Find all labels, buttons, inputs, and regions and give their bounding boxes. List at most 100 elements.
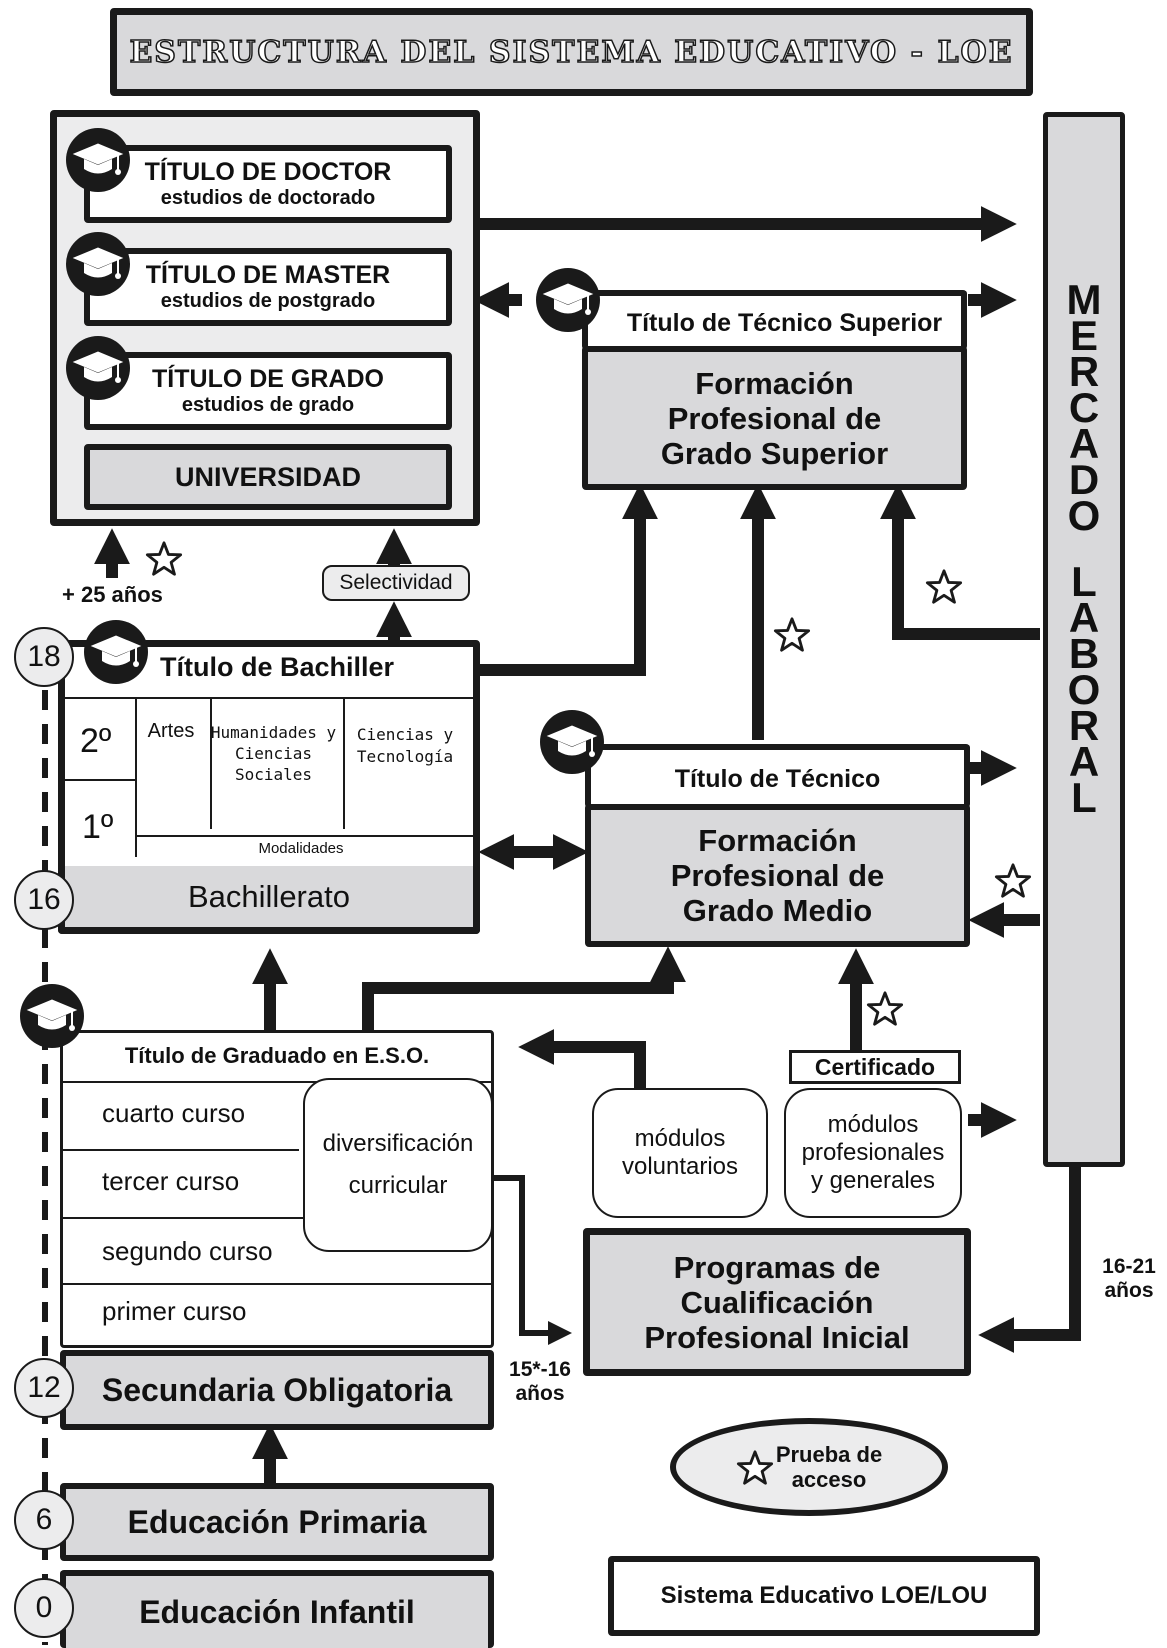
star-icon [994, 862, 1032, 900]
selectividad-label: Selectividad [339, 571, 453, 594]
fp-superior-title-box: Título de Técnico Superior [582, 290, 967, 350]
modalidad-artes: Artes [147, 720, 195, 742]
graduation-cap-icon [66, 128, 130, 192]
mercado-letter: O [1067, 492, 1101, 539]
graduation-cap-icon [66, 232, 130, 296]
mercado-letter: M [1066, 276, 1102, 323]
fp-medio-line1: Formación [698, 823, 857, 858]
star-icon [866, 990, 904, 1028]
age-18: 18 [14, 627, 74, 687]
pcpi-line3: Profesional Inicial [644, 1319, 910, 1355]
mercado-letter: R [1068, 702, 1100, 749]
pcpi-age-right-line1: 16-21 [1102, 1255, 1156, 1278]
modalidades-label: Modalidades [258, 840, 344, 857]
mayores-25-label: + 25 años [62, 582, 163, 607]
star-icon [145, 540, 183, 578]
mercado-letter: D [1068, 456, 1100, 503]
bachillerato-label-box: Bachillerato [58, 866, 480, 934]
bachillerato-year-1: 1º [82, 808, 114, 846]
age-12: 12 [14, 1358, 74, 1418]
fp-medio-title: Título de Técnico [674, 764, 881, 793]
system-label: Sistema Educativo LOE/LOU [660, 1582, 988, 1609]
mercado-letter: L [1071, 774, 1097, 821]
pcpi-box: Programas de Cualificación Profesional I… [583, 1228, 971, 1376]
master-subtitle: estudios de postgrado [160, 290, 376, 312]
modalidad-ciencias: Ciencias y Tecnología [346, 724, 464, 768]
mercado-letter: A [1068, 420, 1100, 467]
master-title: TÍTULO DE MASTER [145, 261, 391, 289]
selectividad-box: Selectividad [322, 565, 470, 601]
eso-course-1: primer curso [102, 1296, 247, 1326]
bachiller-title: Título de Bachiller [160, 652, 395, 682]
modulos-voluntarios-box: módulos voluntarios [592, 1088, 768, 1218]
fp-superior-line3: Grado Superior [660, 435, 889, 471]
bachillerato-year-2: 2º [80, 722, 112, 760]
pcpi-line2: Cualificación [680, 1284, 874, 1320]
graduation-cap-icon [536, 268, 600, 332]
fp-medio-box: Formación Profesional de Grado Medio [585, 804, 970, 947]
mercado-letter: A [1068, 594, 1100, 641]
modulos-voluntarios-line1: módulos [634, 1125, 726, 1152]
prueba-line1: Prueba de [775, 1442, 883, 1467]
pcpi-age-left: 15*-16 años [502, 1358, 578, 1406]
mercado-letter: C [1068, 384, 1100, 431]
fp-superior-title: Título de Técnico Superior [626, 308, 943, 337]
mercado-letter: A [1068, 738, 1100, 785]
pcpi-age-left-line2: años [515, 1382, 565, 1405]
grado-subtitle: estudios de grado [181, 394, 355, 416]
graduation-cap-icon [66, 336, 130, 400]
primaria-box: Educación Primaria [60, 1483, 494, 1561]
fp-medio-line3: Grado Medio [682, 893, 873, 928]
eso-course-4: cuarto curso [102, 1098, 246, 1128]
certificado-box: Certificado [789, 1050, 961, 1084]
fp-superior-line1: Formación [695, 365, 854, 401]
age-6: 6 [14, 1490, 74, 1550]
star-icon [736, 1449, 773, 1485]
fp-superior-box: Formación Profesional de Grado Superior [582, 346, 967, 490]
pcpi-age-left-line1: 15*-16 [509, 1358, 571, 1381]
modalidad-humanidades-label: Humanidades y Ciencias Sociales [210, 723, 337, 784]
graduation-cap-icon [540, 710, 604, 774]
diversificacion-line2: curricular [348, 1172, 448, 1199]
modalidad-ciencias-label: Ciencias y Tecnología [356, 725, 454, 766]
mercado-letter: E [1069, 312, 1098, 359]
bachillerato-label: Bachillerato [188, 878, 350, 914]
grado-box: TÍTULO DE GRADO estudios de grado [84, 352, 452, 430]
mercado-letter: R [1068, 348, 1100, 395]
graduation-cap-icon [20, 984, 84, 1048]
modulos-profesionales-line3: y generales [810, 1167, 936, 1194]
mercado-letter: O [1067, 666, 1101, 713]
prueba-acceso-legend: Prueba de acceso [670, 1418, 948, 1516]
pcpi-age-right-line2: años [1104, 1279, 1154, 1302]
pcpi-age-right: 16-21 años [1094, 1255, 1164, 1303]
graduation-cap-icon [84, 620, 148, 684]
master-box: TÍTULO DE MASTER estudios de postgrado [84, 248, 452, 326]
doctor-box: TÍTULO DE DOCTOR estudios de doctorado [84, 145, 452, 223]
universidad-label: UNIVERSIDAD [174, 461, 362, 492]
fp-medio-title-box: Título de Técnico [585, 744, 970, 808]
secundaria-box: Secundaria Obligatoria [60, 1350, 494, 1430]
modulos-voluntarios-line2: voluntarios [621, 1153, 739, 1180]
pcpi-line1: Programas de [673, 1249, 881, 1285]
universidad-box: UNIVERSIDAD [84, 444, 452, 510]
certificado-label: Certificado [814, 1053, 936, 1080]
diagram-title-box: ESTRUCTURA DEL SISTEMA EDUCATIVO - LOE [110, 8, 1033, 96]
system-label-box: Sistema Educativo LOE/LOU [608, 1556, 1040, 1636]
fp-superior-line2: Profesional de [667, 400, 882, 436]
age-0: 0 [14, 1578, 74, 1638]
diversificacion-line1: diversificación [322, 1130, 474, 1157]
primaria-label: Educación Primaria [127, 1503, 427, 1540]
eso-title: Título de Graduado en E.S.O. [124, 1043, 430, 1068]
grado-title: TÍTULO DE GRADO [152, 365, 384, 393]
mercado-letter: L [1071, 558, 1097, 605]
modulos-profesionales-line1: módulos [827, 1111, 919, 1138]
fp-medio-line2: Profesional de [670, 858, 885, 893]
infantil-box: Educación Infantil [60, 1570, 494, 1648]
modulos-profesionales-box: módulos profesionales y generales [784, 1088, 962, 1218]
age-16: 16 [14, 870, 74, 930]
eso-course-3: tercer curso [102, 1166, 240, 1196]
secundaria-label: Secundaria Obligatoria [101, 1371, 453, 1408]
